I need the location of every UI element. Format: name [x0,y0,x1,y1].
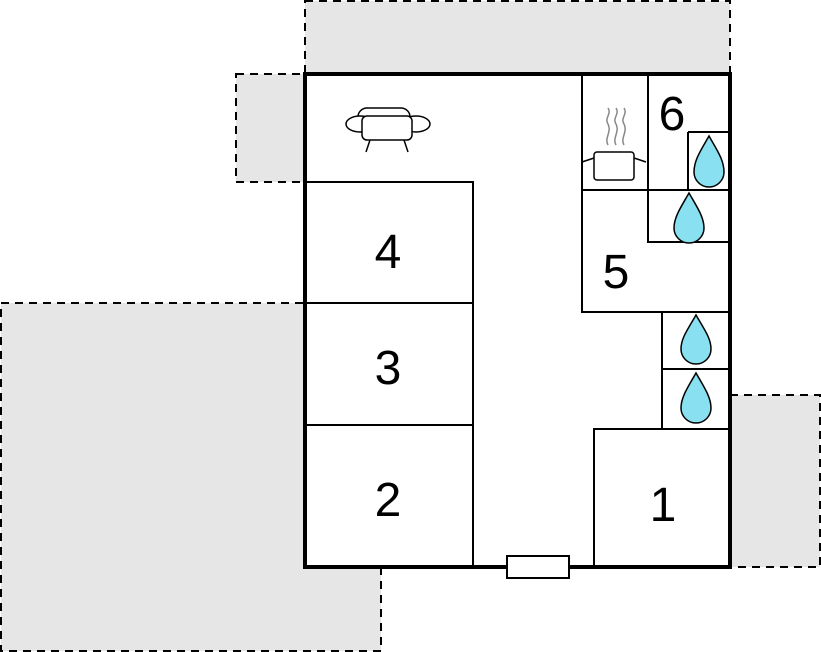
terrace-left-small [235,73,306,183]
room-3-label: 3 [375,342,402,395]
sofa-icon [345,107,431,153]
water-drop-icon [693,134,725,188]
terrace-right [729,394,821,568]
room-1-label: 1 [650,479,677,532]
room-2-label: 2 [375,474,402,527]
house-interior [305,74,730,567]
room-5-label: 5 [603,246,630,299]
water-drop-icon [680,371,712,424]
water-drop-icon [673,191,705,244]
room-4-label: 4 [375,226,402,279]
water-drops [673,134,725,424]
entrance-door [506,555,570,579]
terrace-top [304,0,731,75]
cooking-pot-icon [581,107,647,181]
room-6-label: 6 [659,88,686,141]
water-drop-icon [680,313,712,365]
